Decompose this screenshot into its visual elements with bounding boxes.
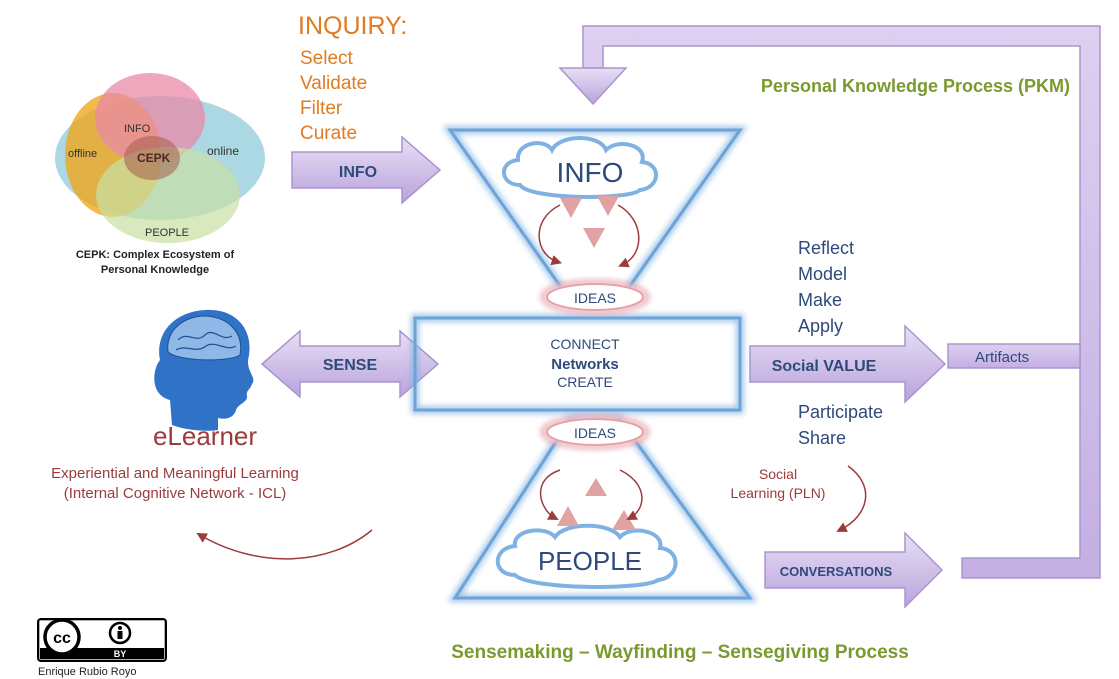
venn-info-label: INFO [124, 123, 151, 135]
social-learning-line1: Social [759, 466, 797, 482]
social-learning-line2: Learning (PLN) [731, 485, 826, 501]
elearner-name: eLearner [153, 421, 257, 451]
inquiry-step: Filter [300, 98, 343, 119]
venn-online-label: online [207, 144, 239, 158]
artifacts-band [947, 343, 1081, 369]
elearner-desc-line1: Experiential and Meaningful Learning [51, 465, 299, 482]
ideas-bottom-label: IDEAS [574, 425, 616, 441]
networks-label: Networks [551, 356, 619, 373]
sense-arrow-label: SENSE [323, 357, 378, 374]
pkm-feedback-loop: Artifacts Personal Knowledge Process (PK… [558, 25, 1101, 579]
venn-info-blob [95, 73, 205, 163]
inquiry-step: Curate [300, 123, 357, 144]
cc-logo-icon [43, 618, 81, 656]
info-arrow-shape [291, 135, 442, 205]
cycle-arrow [617, 204, 640, 268]
conversations-arrow: CONVERSATIONS [764, 531, 944, 609]
brain-icon [167, 315, 242, 361]
social-learning-arrow [836, 465, 867, 532]
author-name: Enrique Rubio Royo [38, 666, 136, 678]
sense-arrow-shape [260, 329, 440, 399]
ideas-bottom-cloud: IDEAS [540, 414, 650, 450]
ecosystem-venn: INFO offline online CEPK PEOPLE CEPK: Co… [55, 73, 265, 276]
ideas-top-label: IDEAS [574, 290, 616, 306]
connect-label: CONNECT [550, 336, 620, 352]
social-value-arrow: Social VALUE [749, 324, 947, 404]
cc-license-badge: cc BY Enrique Rubio Royo [37, 618, 167, 678]
venn-people-label: PEOPLE [145, 227, 189, 239]
info-arrow-label: INFO [339, 164, 377, 181]
inquiry-step: Validate [300, 73, 367, 94]
social-learning: Social Learning (PLN) [731, 465, 867, 532]
value-step: Make [798, 290, 842, 310]
ideas-top-cloud: IDEAS [540, 279, 650, 315]
venn-cepk-label: CEPK [137, 151, 171, 165]
pkm-title: Personal Knowledge Process (PKM) [761, 76, 1070, 96]
cycle-arrow [619, 469, 643, 520]
value-step: Model [798, 264, 847, 284]
by-text: BY [114, 649, 127, 659]
elearner-desc-line2: (Internal Cognitive Network - ICL) [64, 485, 287, 502]
people-cloud-label: PEOPLE [538, 546, 642, 576]
value-steps: Reflect Model Make Apply [798, 238, 854, 336]
networks-box [413, 316, 742, 412]
info-cloud-shape [502, 136, 658, 199]
ecosystem-caption-line1: CEPK: Complex Ecosystem of [76, 249, 235, 261]
value-step: Reflect [798, 238, 854, 258]
share-step: Participate [798, 402, 883, 422]
hourglass: INFO PEOPLE IDEAS IDEAS CONNECT Networks… [411, 126, 758, 602]
artifacts-label: Artifacts [975, 349, 1029, 366]
conversations-arrow-shape [764, 531, 944, 609]
footer-title: Sensemaking – Wayfinding – Sensegiving P… [451, 642, 909, 663]
venn-offline-label: offline [68, 148, 97, 160]
ecosystem-caption-line2: Personal Knowledge [101, 264, 209, 276]
inquiry-title: INQUIRY: [298, 12, 407, 40]
rising-triangle [585, 478, 607, 496]
create-label: CREATE [557, 374, 613, 390]
social-value-arrow-shape [749, 324, 947, 404]
rising-triangle [612, 510, 636, 530]
info-cloud: INFO [502, 136, 658, 199]
people-cloud-shape [495, 523, 678, 589]
people-cloud: PEOPLE [495, 523, 678, 589]
info-arrow: INFO [291, 135, 442, 205]
cycle-arrow [539, 469, 561, 520]
learning-return-arrow [196, 529, 373, 560]
falling-triangle [560, 198, 582, 218]
inquiry-step: Select [300, 48, 354, 69]
falling-triangle [583, 228, 605, 248]
rising-triangle [557, 506, 579, 526]
value-step: Apply [798, 316, 843, 336]
venn-cepk-core [124, 136, 180, 180]
share-step: Share [798, 428, 846, 448]
social-value-label: Social VALUE [772, 358, 877, 375]
inquiry-list: INQUIRY: Select Validate Filter Curate [298, 12, 407, 144]
pkm-down-arrowhead [558, 67, 628, 106]
cc-logo-text: cc [53, 630, 71, 647]
sense-arrow: SENSE [260, 329, 440, 399]
info-cloud-label: INFO [557, 157, 624, 188]
falling-triangle [597, 196, 619, 216]
cycle-arrow [538, 204, 563, 266]
share-steps: Participate Share [798, 402, 883, 448]
elearner-figure: eLearner Experiential and Meaningful Lea… [51, 309, 373, 560]
conversations-label: CONVERSATIONS [780, 564, 893, 579]
